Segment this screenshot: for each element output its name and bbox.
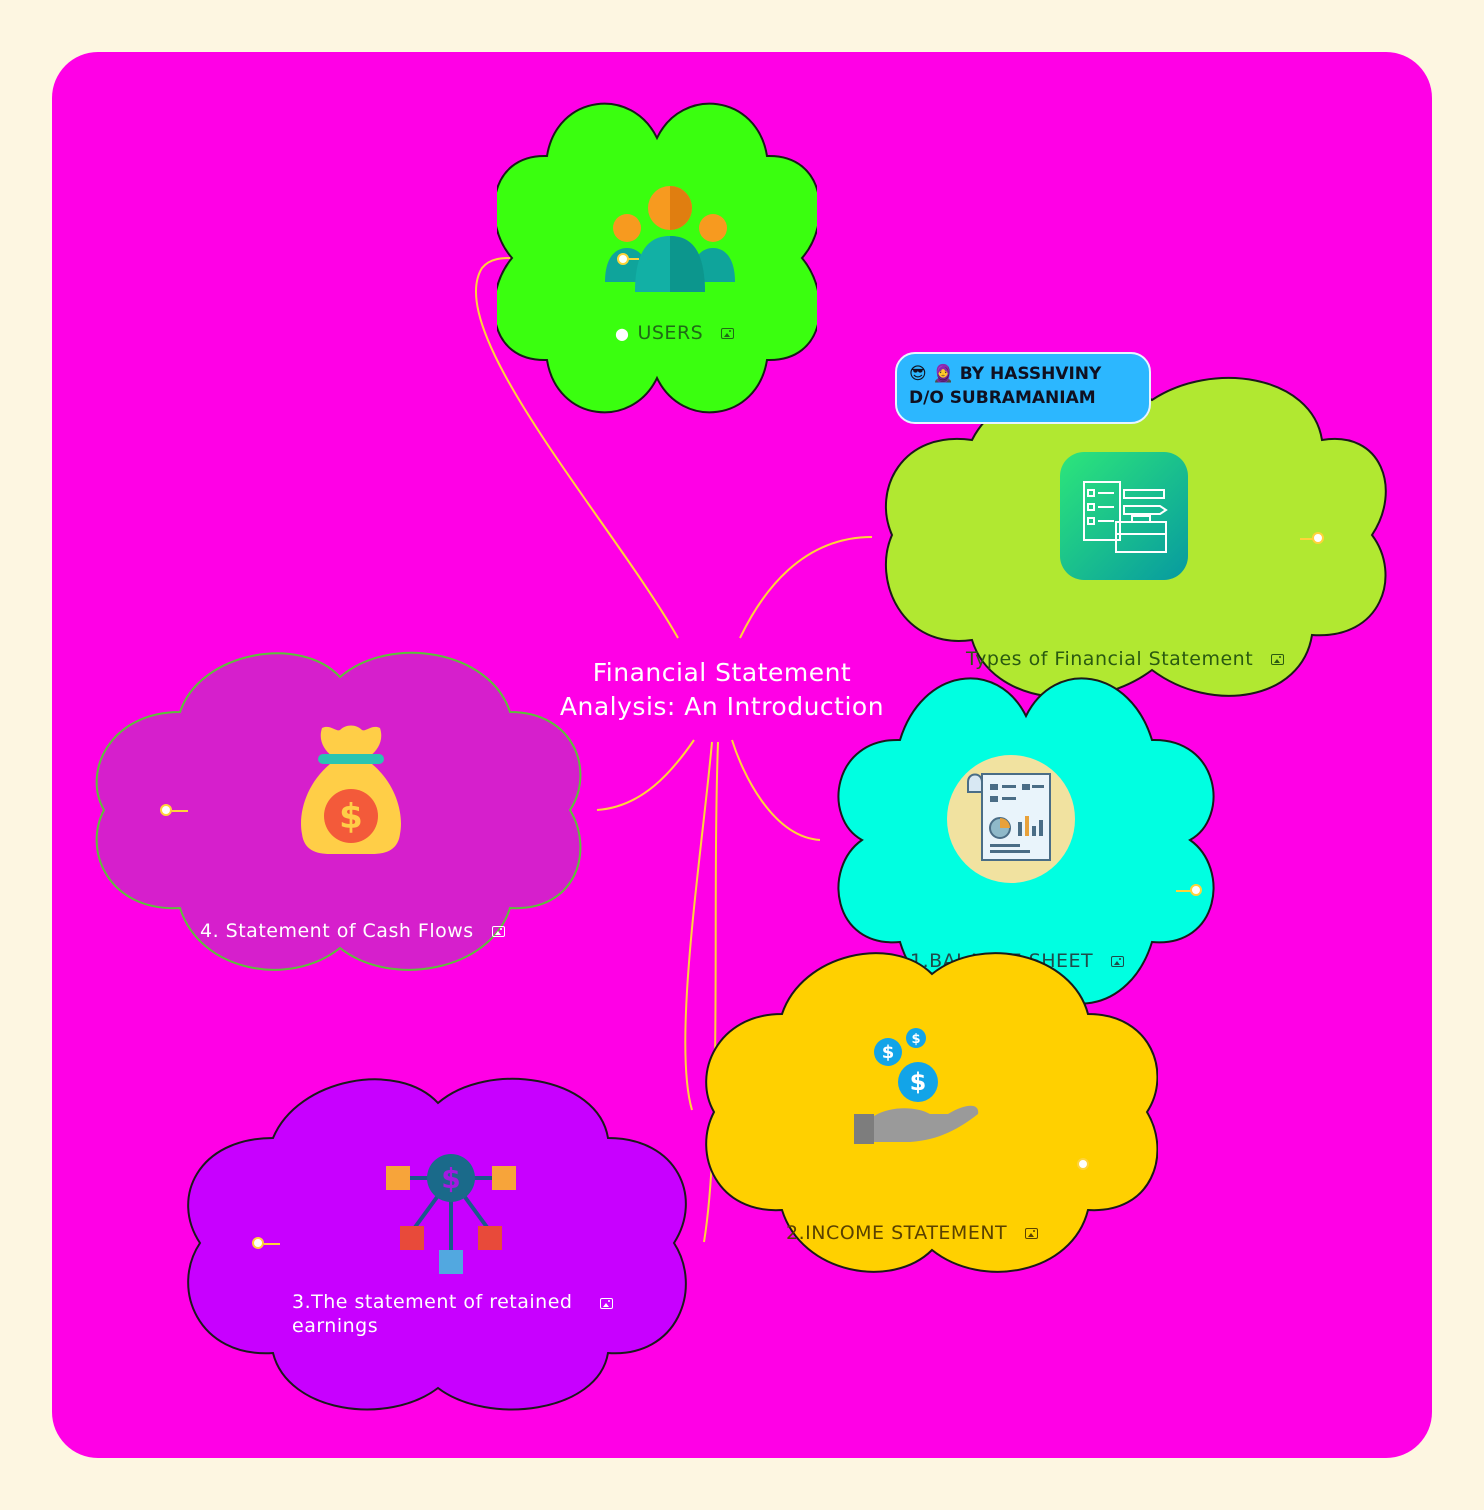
connector-lines <box>475 257 873 1243</box>
topic-users: ● USERS <box>615 322 735 344</box>
report-document-icon <box>947 755 1075 883</box>
topic-retained-earnings: 3.The statement of retained earnings <box>292 1290 622 1338</box>
svg-text:$: $ <box>339 797 363 837</box>
node-balance-sheet[interactable]: 1.BALANCE SHEET <box>830 668 1222 1014</box>
svg-text:$: $ <box>441 1162 460 1195</box>
connector-cashflow <box>596 739 695 811</box>
collapse-handle-types[interactable] <box>1312 532 1324 544</box>
node-retained-earnings[interactable]: $ 3.The statement of retained earnings <box>178 1068 696 1418</box>
topic-types: Types of Financial Statement <box>966 648 1285 670</box>
cloud-shape <box>705 952 1158 1273</box>
svg-text:$: $ <box>882 1042 895 1063</box>
connector-retained <box>703 741 719 1243</box>
label-users: USERS <box>637 322 704 344</box>
svg-text:$: $ <box>910 1068 927 1096</box>
label-retained-earnings: 3.The statement of retained earnings <box>292 1291 573 1337</box>
label-types: Types of Financial Statement <box>966 648 1254 670</box>
connector-types <box>739 536 873 639</box>
image-marker-icon[interactable] <box>491 925 505 937</box>
collapse-handle-users[interactable] <box>617 253 629 265</box>
collapse-handle-income-statement[interactable] <box>1077 1158 1089 1170</box>
mindmap-canvas: ● USERS Types o <box>52 52 1432 1458</box>
node-users[interactable]: ● USERS <box>497 94 817 422</box>
image-marker-icon[interactable] <box>1271 653 1285 665</box>
topic-income-statement: 2.INCOME STATEMENT <box>786 1222 1039 1244</box>
author-byline[interactable]: 😎 🧕 BY HASSHVINY D/O SUBRAMANIAM <box>895 352 1151 424</box>
connector-income <box>684 741 713 1111</box>
image-marker-icon[interactable] <box>600 1298 613 1309</box>
collapse-handle-balance-sheet[interactable] <box>1190 884 1202 896</box>
money-bag-icon: $ <box>301 725 401 854</box>
hand-coins-icon: $ $ $ <box>854 1028 979 1144</box>
topic-cash-flows: 4. Statement of Cash Flows <box>200 920 505 942</box>
dollar-network-icon: $ <box>386 1154 516 1274</box>
collapse-handle-retained-earnings[interactable] <box>252 1237 264 1249</box>
central-topic[interactable]: Financial Statement Analysis: An Introdu… <box>559 658 885 721</box>
collapse-handle-cash-flows[interactable] <box>160 804 172 816</box>
label-cash-flows: 4. Statement of Cash Flows <box>200 920 474 942</box>
image-marker-icon[interactable] <box>1025 1227 1039 1239</box>
node-types[interactable]: Types of Financial Statement <box>882 370 1392 704</box>
svg-text:$: $ <box>911 1032 920 1047</box>
connector-users <box>475 257 679 639</box>
lightbulb-icon: ● <box>615 323 630 343</box>
image-marker-icon[interactable] <box>1111 955 1125 967</box>
connector-balance <box>731 739 821 841</box>
cloud-shape <box>187 1077 687 1411</box>
briefcase-checklist-icon <box>1060 452 1188 580</box>
label-income-statement: 2.INCOME STATEMENT <box>786 1222 1008 1244</box>
node-income-statement[interactable]: $ $ $ 2.INCOME STATEMENT <box>702 944 1158 1280</box>
node-cash-flows[interactable]: $ 4. Statement of Cash Flows <box>90 642 586 978</box>
users-group-icon <box>605 186 735 292</box>
image-marker-icon[interactable] <box>721 327 735 339</box>
